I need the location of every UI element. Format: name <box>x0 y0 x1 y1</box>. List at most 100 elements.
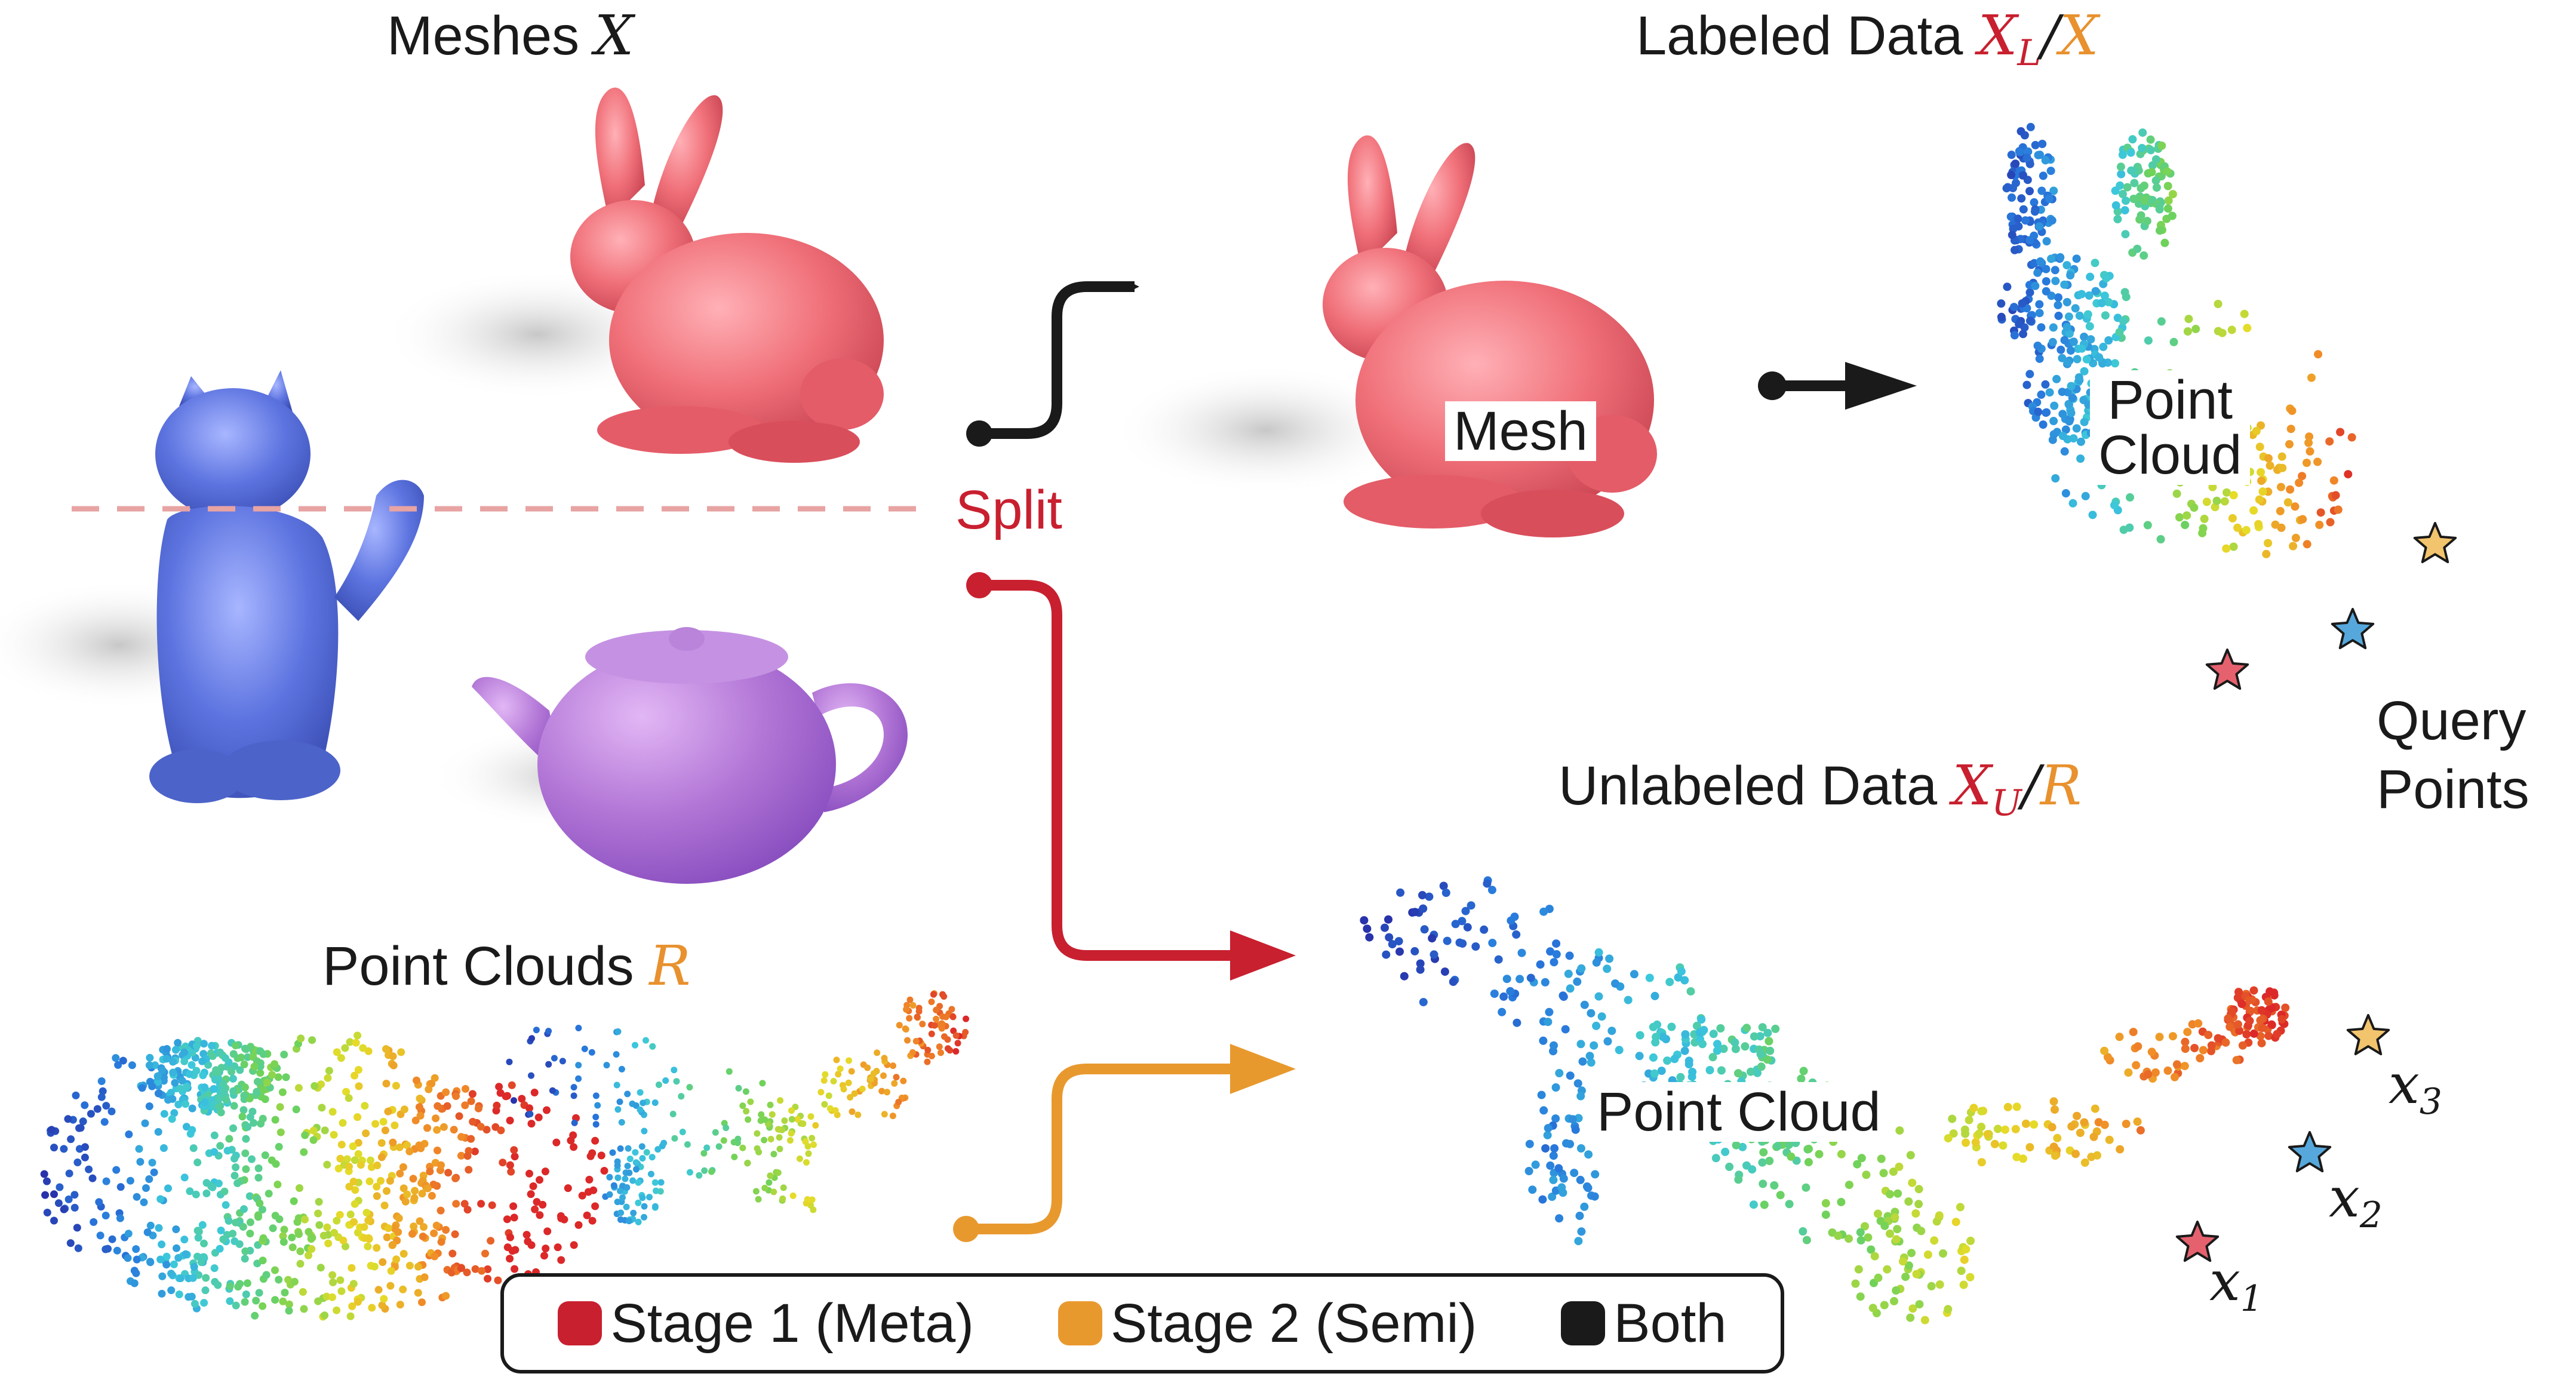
point-cloud-point <box>348 1302 356 1310</box>
point-cloud-point <box>503 1215 511 1224</box>
point-cloud-point <box>1635 1052 1644 1061</box>
point-cloud-point <box>2041 156 2050 165</box>
point-cloud-point <box>353 1113 362 1121</box>
point-cloud-point <box>859 1086 866 1092</box>
point-cloud-point <box>2115 1033 2124 1041</box>
point-cloud-point <box>2015 319 2024 328</box>
point-cloud-point <box>2091 287 2100 296</box>
point-cloud-point <box>442 1226 450 1234</box>
point-cloud-point <box>2003 282 2012 291</box>
point-cloud-point <box>1657 1067 1666 1076</box>
point-cloud-point <box>182 1100 190 1108</box>
point-cloud-point <box>2097 299 2106 308</box>
point-cloud-point <box>1483 879 1492 888</box>
query-x1-label: x1 <box>2209 1249 2263 1320</box>
point-cloud-point <box>2305 432 2314 441</box>
point-cloud-point <box>1667 1022 1676 1031</box>
point-cloud-point <box>1920 1316 1929 1325</box>
point-cloud-point <box>1551 1114 1560 1123</box>
point-cloud-point <box>285 1307 293 1315</box>
point-cloud-point <box>356 1161 365 1169</box>
point-cloud-point <box>300 1305 308 1313</box>
point-cloud-point <box>345 1094 353 1102</box>
point-cloud-point <box>225 1135 233 1143</box>
point-cloud-point <box>1603 964 1612 973</box>
point-cloud-point <box>648 1154 656 1161</box>
labeled-data-label: Labeled Data <box>1636 5 1963 66</box>
point-cloud-point <box>132 1245 140 1253</box>
point-cloud-point <box>641 1213 647 1221</box>
point-cloud-point <box>308 1036 316 1044</box>
point-cloud-point <box>253 1087 261 1096</box>
point-cloud-point <box>2129 1028 2138 1037</box>
point-cloud-point <box>1892 1286 1901 1295</box>
point-cloud-point <box>60 1145 68 1153</box>
point-cloud-point <box>868 1076 875 1083</box>
point-cloud-point <box>2119 317 2128 325</box>
point-cloud-point <box>1584 1150 1593 1159</box>
point-cloud-point <box>241 1255 249 1263</box>
point-cloud-point <box>378 1301 386 1310</box>
point-cloud-point <box>1419 998 1428 1007</box>
point-cloud-point <box>167 1286 176 1295</box>
point-cloud-point <box>296 1259 305 1268</box>
point-cloud-point <box>170 1260 178 1268</box>
point-cloud-point <box>527 1111 534 1117</box>
point-cloud-point <box>185 1070 193 1078</box>
point-cloud-point <box>1898 1257 1907 1266</box>
point-cloud-point <box>2031 141 2040 149</box>
point-cloud-point <box>351 1156 359 1164</box>
point-cloud-point <box>1877 1154 1886 1163</box>
point-cloud-point <box>1385 933 1394 942</box>
point-cloud-point <box>825 1092 832 1099</box>
point-cloud-point <box>1906 1313 1915 1322</box>
point-cloud-point <box>309 1126 318 1135</box>
point-cloud-point <box>1591 1170 1600 1179</box>
point-cloud-point <box>2111 359 2119 368</box>
point-cloud-point <box>2100 1120 2109 1129</box>
point-cloud-point <box>73 1224 81 1232</box>
point-cloud-point <box>1748 1165 1757 1174</box>
point-cloud-point <box>2080 417 2089 426</box>
point-cloud-point <box>220 1087 229 1095</box>
point-cloud-point <box>290 1197 298 1205</box>
point-cloud-point <box>284 1276 293 1284</box>
point-cloud-point <box>236 1066 244 1074</box>
point-cloud-point <box>1747 1067 1755 1076</box>
point-cloud-point <box>2121 230 2130 239</box>
point-cloud-point <box>1649 1053 1658 1062</box>
point-cloud-point <box>1845 1234 1853 1243</box>
point-cloud-point <box>1555 1069 1564 1077</box>
point-cloud-point <box>508 1081 516 1089</box>
point-cloud-point <box>222 1201 230 1209</box>
point-cloud-point <box>416 1095 424 1102</box>
point-cloud-point <box>1410 908 1419 917</box>
point-cloud-point <box>1997 312 2006 321</box>
point-cloud-point <box>354 1150 362 1158</box>
point-cloud-point <box>931 1022 938 1029</box>
point-cloud-point <box>275 1276 283 1284</box>
point-cloud-point <box>1856 1236 1865 1245</box>
point-cloud-point <box>323 1160 331 1169</box>
point-cloud-point <box>240 1060 248 1068</box>
point-cloud-point <box>2054 311 2063 320</box>
point-cloud-point <box>299 1288 307 1296</box>
point-cloud-point <box>1966 1273 1975 1282</box>
point-cloud-point <box>1665 978 1674 987</box>
point-cloud-point <box>632 1159 640 1166</box>
point-cloud-point <box>193 1041 201 1050</box>
point-cloud-point <box>2190 503 2199 512</box>
point-cloud-point <box>1983 1130 1992 1139</box>
point-cloud-point <box>230 1102 238 1110</box>
point-cloud-point <box>2085 291 2094 300</box>
point-cloud-point <box>606 1191 613 1198</box>
point-cloud-point <box>2233 523 2242 532</box>
point-cloud-point <box>2314 350 2323 359</box>
point-cloud-point <box>2072 254 2081 263</box>
point-cloud-point <box>499 1159 507 1167</box>
point-cloud-point <box>322 1292 331 1301</box>
point-cloud-point <box>1688 1068 1697 1076</box>
point-cloud-point <box>336 1210 344 1219</box>
point-cloud-point <box>143 1228 152 1236</box>
point-cloud-point <box>1750 1032 1759 1041</box>
